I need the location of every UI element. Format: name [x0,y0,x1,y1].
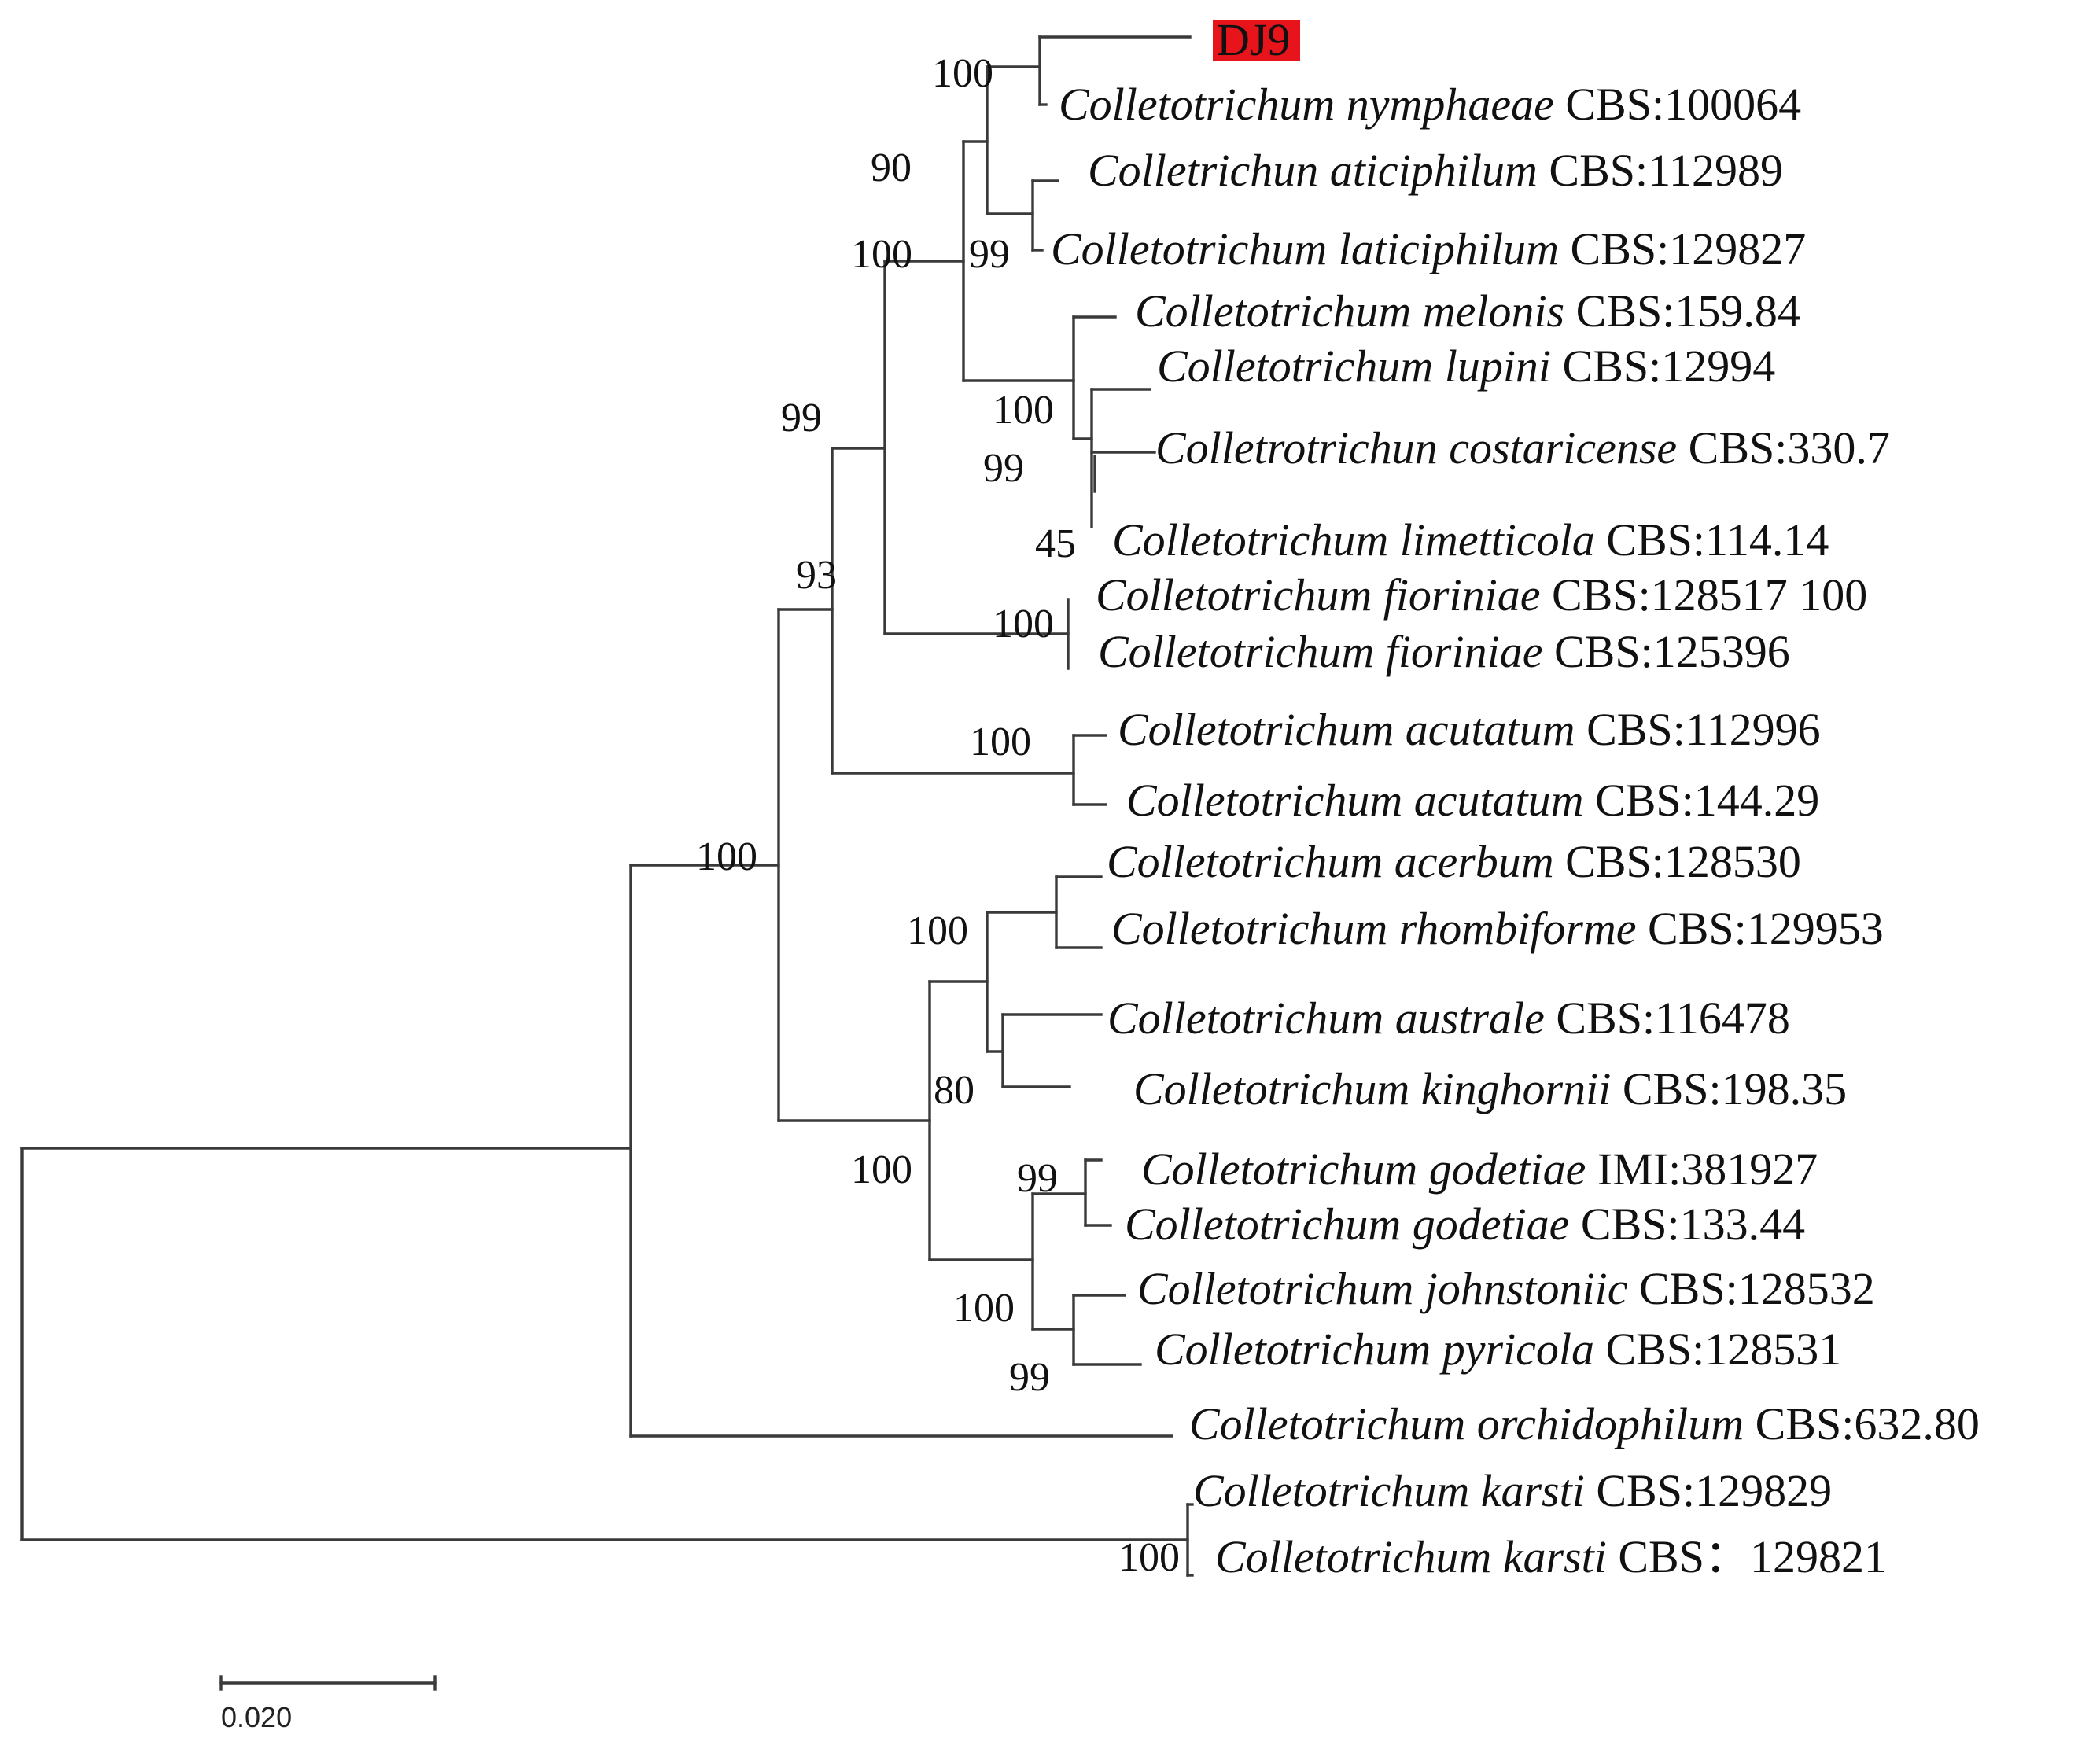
bootstrap-value: 45 [1035,521,1076,566]
taxon-label: Colletotrichum laticiphilum CBS:129827 [1051,223,1806,274]
taxon-label: Colletotrichum fioriniae CBS:128517 100 [1096,569,1867,621]
taxon-label: Colletotrichum godetiae IMI:381927 [1141,1144,1818,1195]
taxon-label: Colletotrichum orchidophilum CBS:632.80 [1189,1398,1980,1449]
taxon-label: Colletotrichum karsti CBS：129821 [1215,1531,1887,1582]
taxon-label: Colletotrichum pyricola CBS:128531 [1155,1324,1841,1375]
taxon-label: Colletrotrichun costaricense CBS:330.7 [1155,422,1890,473]
taxon-label: Colletotrichum limetticola CBS:114.14 [1112,514,1829,565]
tree-branches [20,35,1194,1577]
bootstrap-value: 100 [932,51,993,96]
taxon-label: Colletotrichum kinghornii CBS:198.35 [1133,1063,1847,1114]
bootstrap-value: 100 [696,834,757,879]
bootstrap-value: 100 [970,720,1031,764]
taxon-label: Colletrichun aticiphilum CBS:112989 [1088,145,1783,196]
bootstrap-value: 99 [1009,1355,1050,1400]
taxon-label: Colletotrichum johnstoniic CBS:128532 [1137,1263,1875,1314]
bootstrap-value: 100 [1118,1535,1180,1580]
taxon-label: Colletotrichum godetiae CBS:133.44 [1125,1199,1805,1250]
taxon-label: Colletotrichum melonis CBS:159.84 [1135,285,1800,337]
bootstrap-value: 93 [796,553,837,598]
taxon-label: Colletotrichum nymphaeae CBS:100064 [1059,79,1801,130]
bootstrap-value: 99 [781,396,822,440]
scale-bar: 0.020 [219,1675,437,1733]
dj9-highlight-box [1213,20,1300,61]
taxon-label: Colletotrichum australe CBS:116478 [1107,993,1790,1044]
bootstrap-value: 99 [983,446,1024,491]
bootstrap-value: 100 [953,1286,1015,1331]
bootstrap-value: 100 [851,232,912,277]
bootstrap-value: 100 [993,388,1054,433]
taxon-label: Colletotrichum acutatum CBS:144.29 [1126,775,1819,826]
bootstrap-value: 100 [993,602,1054,646]
bootstrap-value: 99 [1017,1156,1058,1201]
taxon-label: Colletotrichum fioriniae CBS:125396 [1098,626,1790,677]
taxon-labels: DJ9 Colletotrichum nymphaeae CBS:100064 … [1051,14,1980,1582]
taxon-label: DJ9 [1217,14,1290,65]
bootstrap-value: 99 [969,232,1010,277]
bootstrap-value: 80 [934,1068,974,1113]
bootstrap-value: 100 [851,1147,912,1192]
taxon-label: Colletotrichum acerbum CBS:128530 [1107,836,1801,887]
scale-bar-label: 0.020 [221,1701,292,1733]
taxon-label: Colletotrichum acutatum CBS:112996 [1118,704,1821,755]
bootstrap-values: 100 90 100 99 100 99 45 99 93 100 100 10… [696,51,1180,1580]
bootstrap-value: 100 [907,908,968,953]
taxon-label: Colletotrichum lupini CBS:12994 [1157,341,1775,392]
taxon-label: Colletotrichum karsti CBS:129829 [1193,1465,1832,1516]
taxon-label: Colletotrichum rhombiforme CBS:129953 [1111,903,1884,954]
bootstrap-value: 90 [871,145,912,190]
